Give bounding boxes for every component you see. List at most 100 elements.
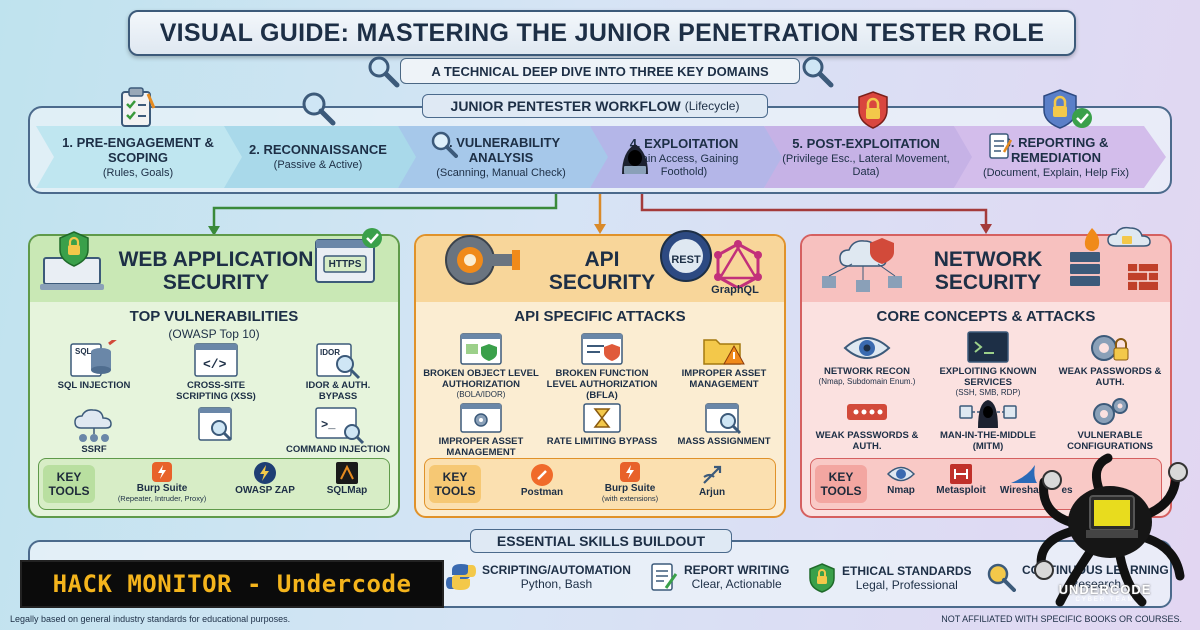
tool-burp-suite: Burp Suite (Repeater, Intruder, Proxy) — [103, 461, 221, 503]
api-attack-rate-limiting: RATE LIMITING BYPASS — [542, 402, 662, 447]
tool-sub: (with extensions) — [601, 494, 659, 503]
idor-window-icon: IDOR — [316, 343, 361, 380]
tool-burp-suite-api: Burp Suite (with extensions) — [585, 461, 675, 503]
gear-window-icon — [460, 403, 502, 433]
api-tools-key: KEY TOOLS — [429, 465, 481, 503]
api-title-line2: SECURITY — [548, 271, 656, 294]
skill-title: CONTINUOUS LEARNING — [1022, 563, 1169, 577]
vuln-idor: IDOR IDOR & AUTH. BYPASS — [288, 340, 388, 402]
magnifier-icon — [802, 56, 834, 88]
tool-name: Wireshark — [999, 485, 1049, 496]
python-icon — [446, 564, 476, 590]
magnifier-icon — [368, 56, 400, 88]
tool-postman: Postman — [507, 463, 577, 498]
workflow-stage-post-exploitation: 5. POST-EXPLOITATION (Privilege Esc., La… — [764, 126, 976, 188]
hourglass-icon — [583, 403, 621, 433]
shield-check-icon — [809, 563, 835, 593]
report-icon — [989, 133, 1012, 159]
vuln-command-injection: >_ COMMAND INJECTION — [282, 406, 394, 455]
skill-scripting: SCRIPTING/AUTOMATION Python, Bash — [446, 562, 631, 592]
tool-name: Nmap — [887, 485, 915, 496]
vuln-label: COMMAND INJECTION — [286, 444, 390, 455]
object-window-icon — [460, 333, 502, 365]
net-exploiting-services: EXPLOITING KNOWN SERVICES (SSH, SMB, RDP… — [928, 330, 1048, 397]
laptop-shield-icon — [40, 231, 104, 290]
vuln-label: IDOR & AUTH. BYPASS — [305, 380, 371, 402]
undercode-octopus-logo — [1034, 453, 1188, 607]
network-panel-title: NETWORK SECURITY — [916, 248, 1060, 294]
terminal-icon — [967, 331, 1009, 363]
concept-label: WEAK PASSWORDS & AUTH. — [1058, 366, 1162, 388]
burp-icon — [152, 462, 172, 482]
stage-title: 6. REPORTING & REMEDIATION — [1003, 134, 1109, 165]
magnifier-icon — [302, 92, 336, 126]
net-vulnerable-config: VULNERABLE CONFIGURATIONS — [1054, 396, 1166, 452]
arjun-icon — [703, 465, 722, 484]
workflow-stage-exploitation: 4. EXPLOITATION (Gain Access, Gaining Fo… — [590, 126, 786, 188]
api-panel-title: API SECURITY — [542, 248, 662, 294]
tool-owasp-zap: OWASP ZAP — [225, 461, 305, 496]
stage-sub: (Rules, Goals) — [102, 166, 174, 179]
tool-sub: (Repeater, Intruder, Proxy) — [117, 494, 207, 503]
api-title-line1: API — [584, 248, 620, 271]
web-section-sub: (OWASP Top 10) — [168, 327, 260, 341]
eye-icon — [843, 337, 891, 359]
tool-name: es — [1061, 485, 1073, 496]
skill-title: ETHICAL STANDARDS — [842, 564, 972, 578]
skill-title: SCRIPTING/AUTOMATION — [482, 563, 631, 577]
skill-sub: Python, Bash — [520, 577, 593, 591]
network-title-line1: NETWORK — [933, 248, 1043, 271]
footer-disclaimer-left: Legally based on general industry standa… — [10, 614, 291, 624]
stage-sub: (Passive & Active) — [273, 159, 363, 171]
attack-sub: (BOLA/IDOR) — [456, 390, 506, 399]
cloud-network-icon — [74, 409, 112, 442]
skills-label: ESSENTIAL SKILLS BUILDOUT — [470, 529, 732, 553]
network-section-title: CORE CONCEPTS & ATTACKS — [876, 308, 1096, 325]
terminal-icon: >_ — [315, 407, 364, 444]
connector-lines — [208, 194, 992, 236]
server-firewall-icon — [1070, 226, 1158, 290]
workflow-stage-pre-engagement: 1. PRE-ENGAGEMENT & SCOPING (Rules, Goal… — [36, 126, 248, 188]
tool-nmap: Nmap — [873, 463, 929, 496]
page-title: VISUAL GUIDE: MASTERING THE JUNIOR PENET… — [159, 18, 1045, 47]
attack-label: BROKEN OBJECT LEVEL AUTHORIZATION — [423, 368, 539, 390]
concept-label: NETWORK RECON — [823, 366, 911, 377]
vuln-label: SSRF — [81, 444, 107, 455]
concept-sub: (Nmap, Subdomain Enum.) — [818, 377, 916, 386]
stage-title: 3. VULNERABILITY ANALYSIS — [441, 134, 561, 165]
svg-text:</>: </> — [203, 357, 227, 372]
tool-sqlmap: SQLMap — [307, 461, 387, 496]
tool-name: Burp Suite — [604, 483, 656, 494]
network-tools-row: KEY TOOLS Nmap Metasploit Wireshark es — [810, 458, 1162, 510]
network-topology-icon — [822, 238, 902, 292]
vuln-search — [166, 406, 266, 444]
gear-lock-icon — [1091, 335, 1129, 361]
database-icon: SQL — [70, 340, 117, 377]
https-badge: HTTPS — [328, 259, 362, 270]
skill-continuous-learning: CONTINUOUS LEARNING Research — [986, 562, 1169, 592]
stage-sub: (Privilege Esc., Lateral Movement, Data) — [782, 152, 950, 178]
concept-sub: (SSH, SMB, RDP) — [955, 388, 1021, 397]
web-section-title: TOP VULNERABILITIES — [129, 308, 299, 325]
svg-text:SQL: SQL — [75, 347, 92, 356]
vuln-ssrf: SSRF — [44, 406, 144, 455]
tool-arjun: Arjun — [677, 463, 747, 498]
metasploit-icon — [950, 464, 972, 484]
burp-icon — [620, 462, 640, 482]
subtitle-banner: A TECHNICAL DEEP DIVE INTO THREE KEY DOM… — [400, 58, 800, 84]
net-weak-passwords: WEAK PASSWORDS & AUTH. — [1054, 330, 1166, 388]
rest-gear-icon — [660, 230, 712, 282]
api-section-title: API SPECIFIC ATTACKS — [514, 308, 686, 325]
skill-report-writing: REPORT WRITING Clear, Actionable — [650, 562, 789, 592]
code-window-icon: </> — [194, 343, 238, 377]
web-panel-title: WEB APPLICATION SECURITY — [100, 248, 332, 294]
undercode-logo-text: UNDERCODE — [1058, 582, 1152, 597]
stage-title: 5. POST-EXPLOITATION — [792, 135, 940, 151]
concept-label: VULNERABLE CONFIGURATIONS — [1067, 430, 1153, 452]
nmap-eye-icon — [886, 466, 916, 482]
api-attack-asset-management-2: IMPROPER ASSET MANAGEMENT — [422, 402, 540, 458]
tool-name: Metasploit — [936, 485, 986, 496]
tool-name: SQLMap — [326, 485, 368, 496]
vuln-label: SQL INJECTION — [57, 380, 131, 391]
net-weak-passwords-2: WEAK PASSWORDS & AUTH. — [808, 396, 926, 452]
